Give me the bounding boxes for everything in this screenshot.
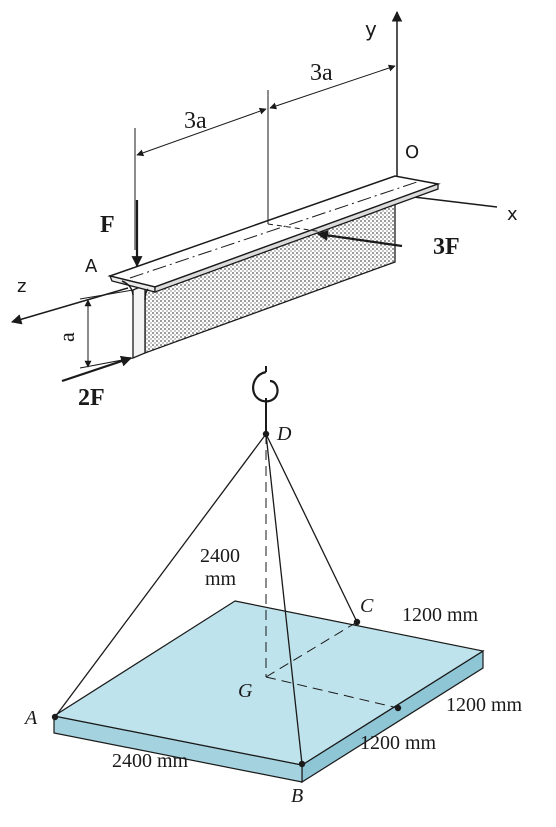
figure-2-plate: D C G A B 2400 mm 1200 mm 1200 mm 1200 m… [23,366,523,807]
force-3f-dash [267,223,331,234]
point-mid-dot [394,704,402,712]
cable-da [54,433,267,718]
label-point-g: G [238,680,253,702]
dashed-g-mid [265,676,399,709]
label-force-3f: 3F [433,234,460,260]
dim-line-left [136,107,267,157]
label-point-a: A [85,256,98,277]
label-dim-vertical: a [54,332,79,342]
force-3f-arrow [316,229,403,248]
label-axis-z: z [17,276,26,297]
point-d-dot [262,430,270,438]
label-point-d: D [276,423,292,445]
label-point-c: C [360,595,374,617]
label-dim-mid-right: 1200 mm [446,694,523,716]
label-point-a2: A [23,707,38,729]
hook-icon [252,366,279,432]
dim-ext-bottom [79,357,134,369]
force-2f-arrow [61,355,133,383]
dim-ext-top [79,289,134,300]
label-dim-bottom-right: 1200 mm [360,732,437,754]
cable-db [265,433,303,765]
label-force-2f: 2F [78,385,105,411]
beam-web-end [132,284,146,359]
beam-fillet-right [144,288,149,301]
label-dim-bottom-left: 2400 mm [112,750,189,772]
point-a-dot [51,713,59,721]
beam-flange-side [154,183,439,293]
label-dim-left: 3a [184,108,207,134]
cable-dc [265,433,358,623]
beam-centerline [129,180,421,279]
figure-1-beam: y x z O A 3a 3a a F 3F 2F [10,10,518,411]
label-height-unit: mm [205,568,237,590]
beam-fillet-left [121,280,134,296]
label-point-b: B [291,785,303,807]
dim-line-right [269,64,396,110]
label-force-f: F [100,212,115,238]
label-dim-right: 3a [310,60,333,86]
label-origin: O [405,142,419,163]
label-axis-y: y [365,17,377,41]
label-dim-top-right: 1200 mm [402,604,479,626]
z-axis [10,287,129,325]
label-height-value: 2400 [200,545,240,567]
point-b-dot [298,760,306,768]
dashed-g-c [265,621,358,678]
point-c-dot [353,618,361,626]
label-axis-x: x [507,204,518,225]
